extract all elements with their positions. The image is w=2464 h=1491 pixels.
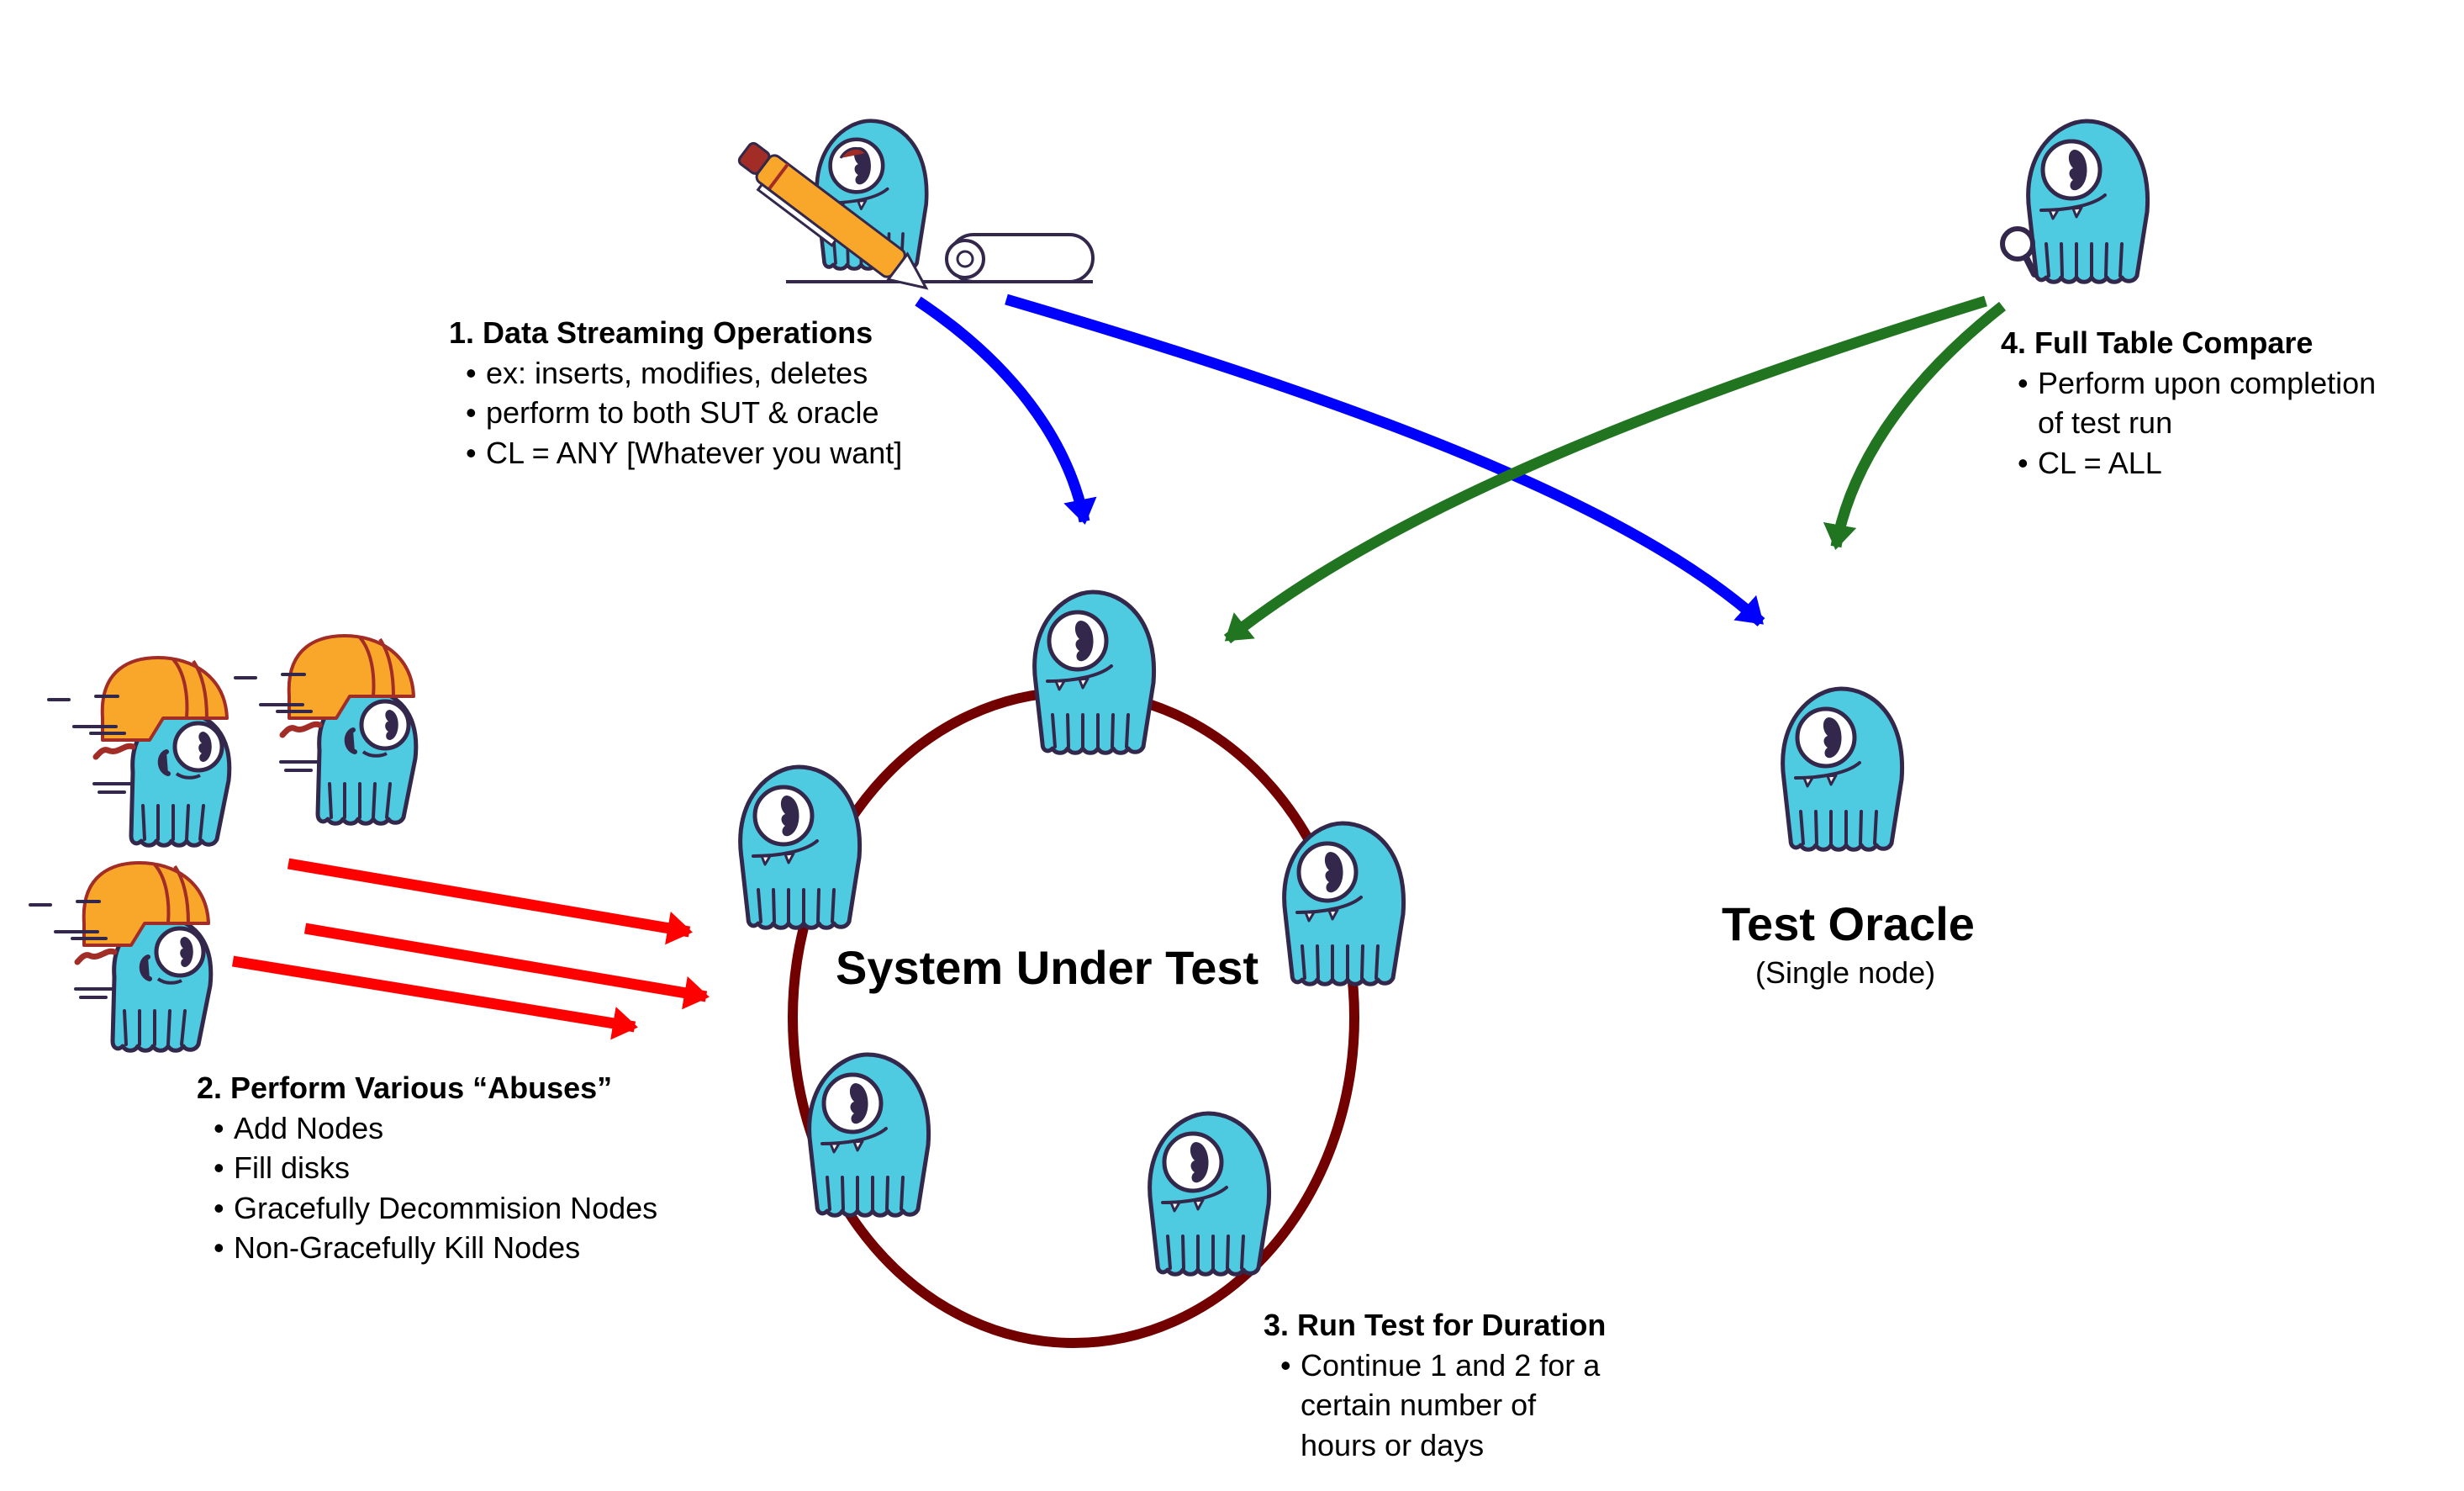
step-3-continuation: certain number of: [1301, 1388, 1537, 1423]
arrow-compare-to-sut: [1223, 295, 1987, 644]
step-1-title: 1. Data Streaming Operations: [449, 315, 873, 350]
step-1-bullet: ex: inserts, modifies, deletes: [449, 353, 902, 394]
mascot-helmet-running-icon: [235, 636, 416, 823]
step-2-bullet: Gracefully Decommision Nodes: [197, 1188, 657, 1229]
step-1-bullet: perform to both SUT & oracle: [449, 393, 902, 433]
arrow-write-to-sut: [915, 296, 1097, 525]
step-1-bullet: CL = ANY [Whatever you want]: [449, 433, 902, 473]
sut-ring: [788, 687, 1359, 1348]
step-2-bullet: Add Nodes: [197, 1108, 657, 1149]
arrow-compare-to-oracle: [1823, 301, 2007, 550]
sut-node-mascot-icon: [1035, 592, 1154, 753]
step-1-block: 1. Data Streaming Operations ex: inserts…: [449, 313, 902, 473]
step-3-block: 3. Run Test for Duration Continue 1 and …: [1264, 1305, 1606, 1465]
sut-node-mascot-icon: [1150, 1113, 1269, 1274]
step-3-continuation: hours or days: [1301, 1427, 1485, 1462]
mascot-helmet-running-icon: [49, 658, 230, 845]
step-4-block: 4. Full Table Compare Perform upon compl…: [2001, 323, 2376, 483]
sut-node-mascot-icon: [810, 1055, 929, 1215]
oracle-sublabel: (Single node): [1755, 955, 1936, 990]
sut-label: System Under Test: [836, 941, 1259, 994]
step-4-continuation: of test run: [2038, 405, 2173, 441]
arrow-abuse-1: [287, 858, 693, 945]
step-4-bullet: Perform upon completion: [2001, 363, 2376, 404]
step-4-title: 4. Full Table Compare: [2001, 325, 2314, 360]
step-3-bullet: Continue 1 and 2 for a: [1264, 1346, 1606, 1386]
arrow-write-to-oracle: [1005, 293, 1765, 627]
step-2-title: 2. Perform Various “Abuses”: [197, 1071, 613, 1105]
step-2-bullet: Fill disks: [197, 1148, 657, 1188]
step-3-title: 3. Run Test for Duration: [1264, 1308, 1607, 1342]
oracle-label: Test Oracle: [1722, 897, 1975, 950]
arrow-abuse-3: [231, 955, 638, 1040]
step-4-bullet: CL = ALL: [2001, 443, 2376, 484]
step-2-block: 2. Perform Various “Abuses” Add Nodes Fi…: [197, 1068, 657, 1268]
oracle-node-mascot-icon: [1783, 689, 1902, 849]
mascot-magnifier-icon: [2000, 121, 2148, 282]
mascot-writing-pen-icon: [737, 121, 1095, 290]
mascot-helmet-running-icon: [30, 863, 211, 1050]
sut-node-mascot-icon: [1285, 823, 1404, 984]
step-2-bullet: Non-Gracefully Kill Nodes: [197, 1228, 657, 1268]
arrow-abuse-2: [303, 923, 710, 1010]
sut-node-mascot-icon: [741, 767, 860, 928]
